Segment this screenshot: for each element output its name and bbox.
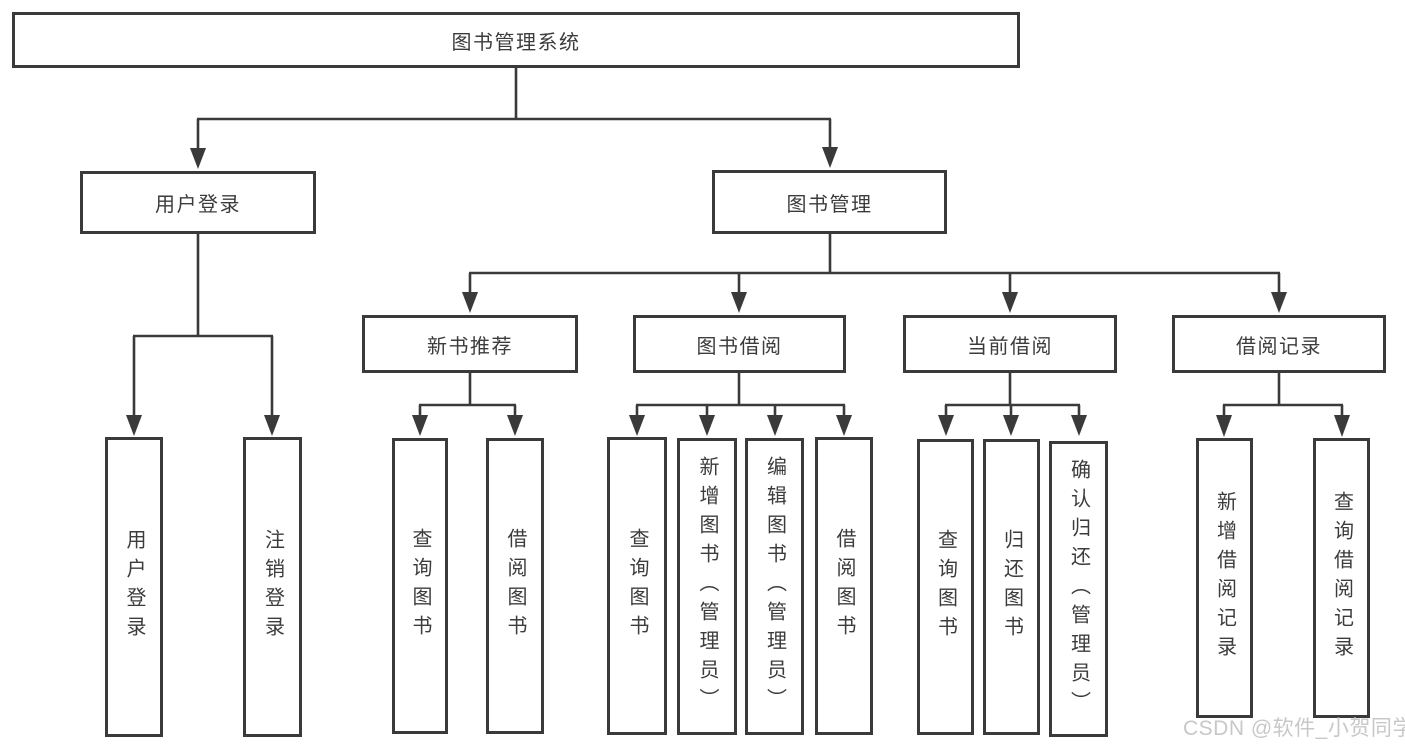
node-new-book-recommend: 新书推荐 [362,315,578,373]
node-current-borrow: 当前借阅 [903,315,1117,373]
leaf-user-login-label: 用户登录 [123,529,145,645]
leaf-record-add: 新增借阅记录 [1196,438,1253,718]
leaf-borrow-edit-books-admin: 编辑图书（管理员） [745,438,804,735]
leaf-current-return-books-label: 归还图书 [1000,529,1023,645]
leaf-current-confirm-return-admin: 确认归还（管理员） [1049,441,1108,737]
connector-book-mgmt-to-level3 [462,234,1287,313]
leaf-borrow-borrow-books-label: 借阅图书 [833,528,855,644]
leaf-logout-label: 注销登录 [261,529,284,645]
leaf-borrow-query-books: 查询图书 [607,437,667,735]
leaf-current-query-books-label: 查询图书 [934,529,957,645]
node-book-management-label: 图书管理 [786,193,873,216]
leaf-current-confirm-return-admin-label: 确认归还（管理员） [1067,458,1090,720]
node-user-login-label: 用户登录 [155,194,241,216]
leaf-newbook-query-books-label: 查询图书 [409,528,431,644]
node-book-borrow-label: 图书借阅 [696,335,783,358]
csdn-watermark: CSDN @软件_小贺同学 [1183,717,1405,740]
leaf-borrow-edit-books-admin-label: 编辑图书（管理员） [763,456,786,717]
connector-user-login-to-leaves [126,234,280,436]
connector-new-book-to-leaves [412,373,523,436]
connector-book-borrow-to-leaves [629,373,852,436]
node-borrow-record-label: 借阅记录 [1236,335,1322,358]
connector-current-borrow-to-leaves [938,373,1087,436]
leaf-record-add-label: 新增借阅记录 [1213,491,1236,665]
node-book-borrow: 图书借阅 [633,315,846,373]
node-borrow-record: 借阅记录 [1172,315,1386,373]
connector-borrow-record-to-leaves [1216,373,1350,437]
leaf-current-query-books: 查询图书 [917,439,974,735]
connector-root-to-level2 [190,68,838,169]
leaf-newbook-query-books: 查询图书 [392,438,448,734]
node-current-borrow-label: 当前借阅 [967,335,1053,358]
leaf-borrow-add-books-admin-label: 新增图书（管理员） [696,456,718,717]
node-root-label: 图书管理系统 [451,31,581,54]
leaf-record-query-label: 查询借阅记录 [1330,491,1353,665]
leaf-logout: 注销登录 [243,437,302,737]
leaf-newbook-borrow-books: 借阅图书 [486,438,544,734]
node-root: 图书管理系统 [12,12,1020,68]
leaf-borrow-borrow-books: 借阅图书 [815,437,873,735]
leaf-borrow-add-books-admin: 新增图书（管理员） [677,438,737,735]
leaf-record-query: 查询借阅记录 [1313,438,1370,718]
leaf-current-return-books: 归还图书 [983,439,1040,735]
leaf-borrow-query-books-label: 查询图书 [626,528,648,644]
leaf-newbook-borrow-books-label: 借阅图书 [504,528,526,644]
node-book-management: 图书管理 [712,170,947,234]
node-user-login: 用户登录 [80,171,316,234]
leaf-user-login: 用户登录 [105,437,163,737]
node-new-book-recommend-label: 新书推荐 [427,335,513,358]
